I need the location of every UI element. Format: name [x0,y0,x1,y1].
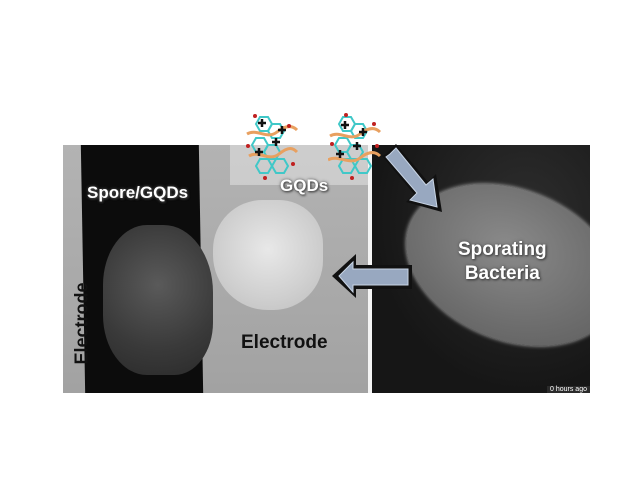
sem-electrode-panel: Spore/GQDs Electrode Electrode [63,145,368,393]
arrow-down-right-icon [380,142,452,220]
spore-on-electrode [213,200,323,310]
label-line-2: Bacteria [464,263,540,284]
gqd-molecule-icon [245,112,300,187]
spore-gqds-label: Spore/GQDs [87,183,189,202]
electrode-horizontal-label: Electrode [241,332,328,353]
label-line-1: Sporating [458,239,547,260]
gqd-molecule-icon [327,112,383,187]
timestamp-caption: 0 hours ago [547,386,590,393]
arrow-left-icon [330,252,412,302]
electrode-vertical-label: Electrode [71,282,92,365]
gqds-label: GQDs [280,176,329,195]
spore-on-gap [103,225,213,375]
sporating-bacteria-label: Sporating Bacteria [458,238,547,286]
